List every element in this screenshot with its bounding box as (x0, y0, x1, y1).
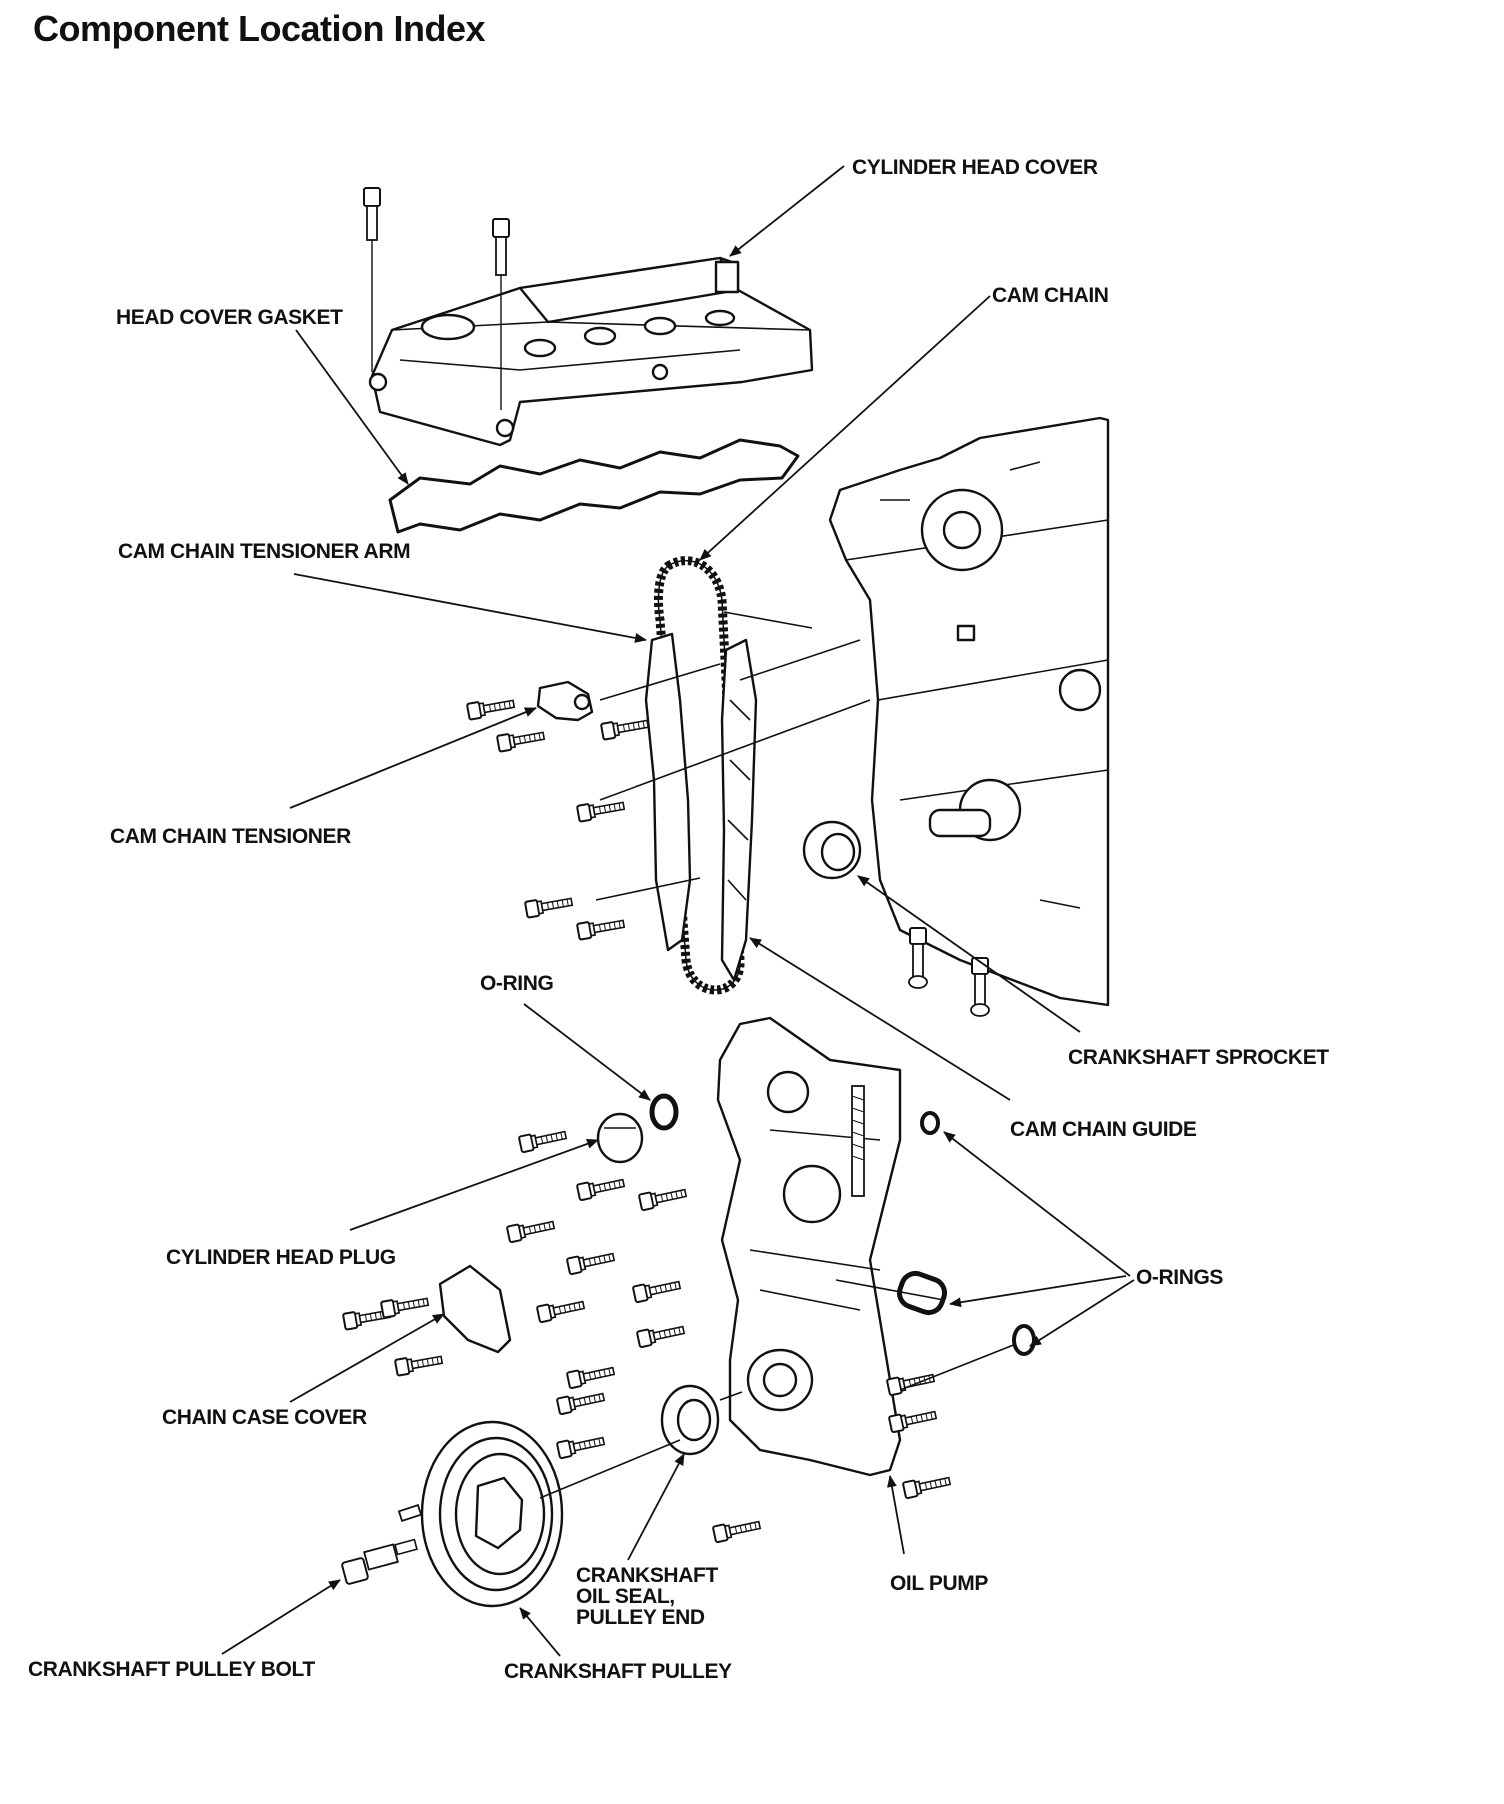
label-head-cover-gasket: HEAD COVER GASKET (116, 306, 343, 329)
label-o-ring: O-RING (480, 972, 553, 995)
labels: CYLINDER HEAD COVER HEAD COVER GASKET CA… (28, 156, 1330, 1683)
label-crankshaft-oil-seal-line1: CRANKSHAFT (576, 1564, 718, 1587)
crankshaft-sprocket-part (802, 820, 862, 880)
label-cam-chain-guide: CAM CHAIN GUIDE (1010, 1118, 1197, 1141)
label-cam-chain-tensioner: CAM CHAIN TENSIONER (110, 825, 351, 848)
crankshaft-oil-seal-part (660, 1384, 720, 1456)
crankshaft-pulley-bolt-part (341, 1538, 418, 1585)
label-cylinder-head-cover: CYLINDER HEAD COVER (852, 156, 1098, 179)
sprocket-bolt-1 (908, 927, 928, 989)
construction-lines (539, 611, 1017, 1499)
label-cam-chain: CAM CHAIN (992, 284, 1109, 307)
o-ring-small-part (920, 1111, 940, 1135)
o-ring-part (649, 1093, 679, 1131)
cam-chain-tensioner-part (536, 680, 594, 722)
label-crankshaft-pulley-bolt: CRANKSHAFT PULLEY BOLT (28, 1658, 315, 1681)
crankshaft-key-part (397, 1504, 423, 1522)
cam-chain-guide-part (720, 638, 758, 982)
head-cover-gasket-part (388, 438, 800, 534)
crankshaft-pulley-part (420, 1420, 564, 1608)
chain-case-stud (851, 1085, 865, 1197)
o-ring-round-part (1012, 1324, 1036, 1356)
label-oil-pump: OIL PUMP (890, 1572, 988, 1595)
label-crankshaft-oil-seal-line3: PULLEY END (576, 1606, 705, 1629)
cylinder-head-cover-part (368, 256, 814, 447)
leader-lines (221, 165, 1135, 1657)
label-chain-case-cover: CHAIN CASE COVER (162, 1406, 367, 1429)
label-cylinder-head-plug: CYLINDER HEAD PLUG (166, 1246, 396, 1269)
cover-bolt-right (492, 218, 510, 410)
sprocket-bolt-2 (970, 957, 990, 1017)
cover-bolt-left (363, 187, 381, 372)
chain-case-cover-part (438, 1264, 512, 1354)
engine-block-part (828, 416, 1110, 1007)
label-cam-chain-tensioner-arm: CAM CHAIN TENSIONER ARM (118, 540, 410, 563)
cam-chain-tensioner-arm-part (644, 632, 692, 952)
label-crankshaft-pulley: CRANKSHAFT PULLEY (504, 1660, 732, 1683)
cylinder-head-plug-part (596, 1112, 644, 1164)
label-crankshaft-oil-seal-line2: OIL SEAL, (576, 1585, 675, 1608)
label-o-rings: O-RINGS (1136, 1266, 1223, 1289)
label-crankshaft-sprocket: CRANKSHAFT SPROCKET (1068, 1046, 1329, 1069)
chain-case-part (716, 1016, 902, 1477)
page-title: Component Location Index (33, 8, 486, 49)
